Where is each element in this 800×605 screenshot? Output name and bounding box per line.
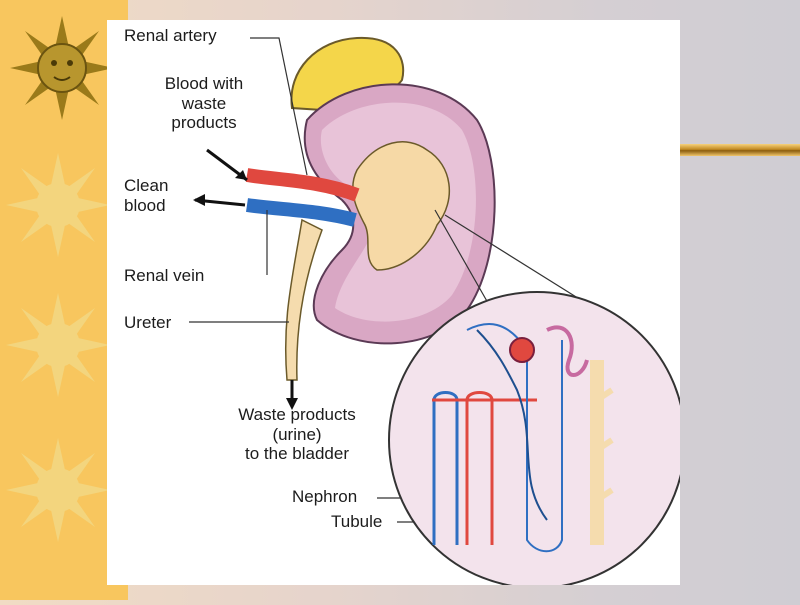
sun-icon <box>10 16 114 120</box>
label-blood-with-waste: Blood with waste products <box>164 74 244 133</box>
label-ureter: Ureter <box>124 313 172 332</box>
renal-artery-vessel <box>245 168 360 202</box>
renal-pelvis <box>352 141 451 271</box>
sun-icon <box>6 293 110 397</box>
sun-icon <box>6 438 110 542</box>
label-waste-products: Waste products (urine) to the bladder <box>238 405 356 464</box>
nephron-structure <box>432 323 614 553</box>
label-renal-artery: Renal artery <box>124 26 217 45</box>
sun-pattern <box>6 16 114 542</box>
ureter-tube <box>284 218 323 381</box>
label-tubule: Tubule <box>331 512 383 531</box>
sun-icon <box>6 153 110 257</box>
nephron-magnified <box>388 291 680 585</box>
kidney-illustration <box>189 36 680 585</box>
decorative-gold-bar <box>680 144 800 156</box>
label-renal-vein: Renal vein <box>124 266 205 285</box>
label-nephron: Nephron <box>292 487 358 506</box>
sun-pattern-strip <box>0 0 128 600</box>
renal-vein-vessel <box>246 198 357 227</box>
kidney-diagram: Renal artery Blood with waste products C… <box>107 20 680 585</box>
label-clean-blood: Clean blood <box>124 176 169 215</box>
